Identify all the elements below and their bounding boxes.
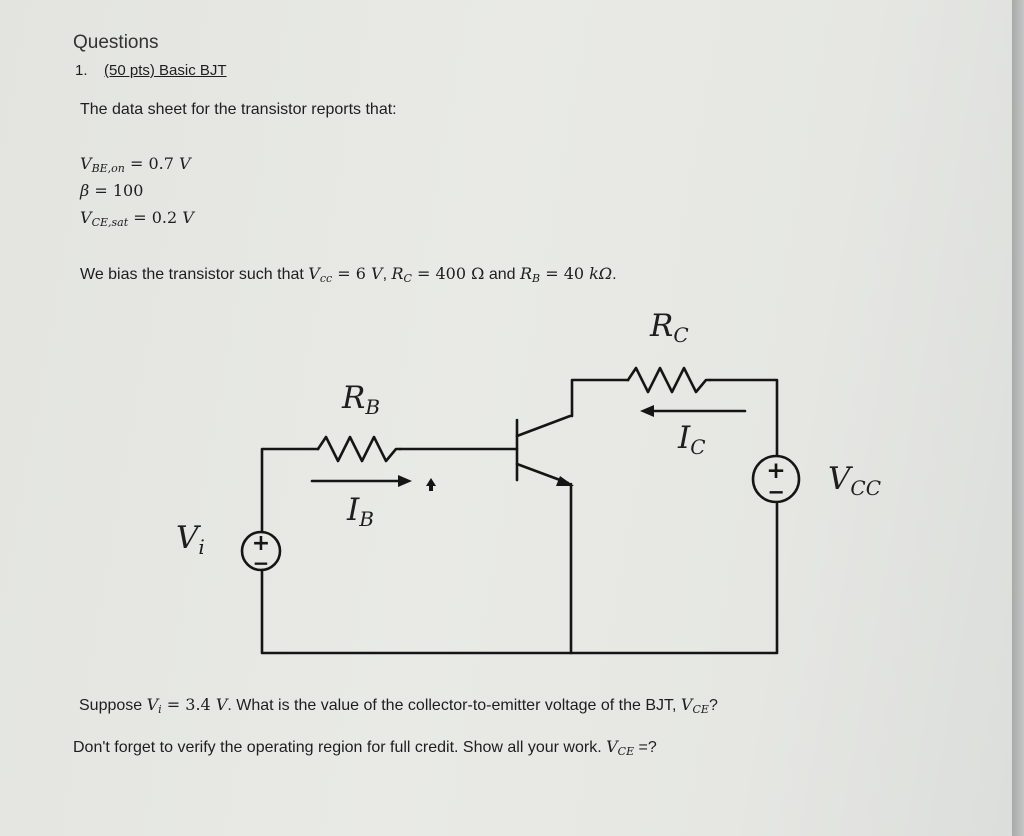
equation-beta: β = 100 [80, 181, 143, 200]
wire-vi-to-rb [260, 447, 320, 534]
ib-label-sub: B [359, 507, 374, 531]
rb-subscript: B [532, 272, 541, 285]
vce-symbol: V [80, 208, 92, 227]
vi-source [240, 530, 282, 572]
rb-label-sub: B [365, 395, 381, 419]
rc-symbol: R [391, 264, 404, 283]
question-vce-symbol: V [680, 695, 693, 714]
question-title: (50 pts) Basic BJT [104, 62, 227, 79]
vbe-subscript: BE,on [91, 162, 125, 175]
answer-placeholder: =? [634, 739, 657, 756]
bias-prefix: We bias the transistor such that [80, 266, 309, 283]
beta-symbol: β [80, 181, 90, 200]
datasheet-intro: The data sheet for the transistor report… [80, 101, 397, 118]
question-number: 1. [75, 62, 88, 79]
question-text-a: Suppose [79, 697, 147, 714]
questions-heading: Questions [73, 32, 159, 53]
ic-label-sub: C [690, 435, 706, 459]
question-text-b: . What is the value of the collector-to-… [227, 697, 681, 714]
vcc-subscript: cc [319, 272, 333, 285]
vcc-source [751, 454, 801, 504]
question-instructions: Don't forget to verify the operating reg… [73, 737, 657, 758]
bias-end: . [612, 266, 617, 283]
ic-arrow-head [640, 405, 654, 417]
vi-label-sub: i [198, 535, 205, 559]
question-text-c: ? [708, 697, 718, 714]
answer-vce-symbol: V [606, 737, 618, 756]
question-vi-unit: V [215, 695, 228, 714]
bias-and: and [484, 266, 520, 283]
wire-rc-to-vcc [708, 378, 779, 457]
page-edge [1012, 0, 1024, 836]
equation-vce-sat: VCE,sat = 0.2 V [80, 208, 194, 229]
equation-vbe-on: VBE,on = 0.7 V [80, 154, 191, 175]
vi-label-main: V [176, 520, 199, 556]
question-vi-value: = 3.4 [161, 695, 216, 714]
vcc-minus-sign: − [767, 480, 785, 504]
instructions-text: Don't forget to verify the operating reg… [73, 739, 607, 756]
bjt-collector-lead [515, 378, 630, 438]
vcc-label: VCC [828, 461, 881, 500]
ic-label: IC [678, 420, 706, 459]
question-vce-sub: CE [692, 703, 709, 716]
vbe-unit: V [179, 154, 191, 173]
vcc-value: = 6 [332, 264, 371, 283]
vcc-label-main: V [828, 461, 851, 497]
question-vi-symbol: V [146, 695, 159, 714]
question-prompt: Suppose Vi = 3.4 V. What is the value of… [79, 695, 718, 716]
rb-unit: kΩ [589, 264, 613, 283]
rc-subscript: C [403, 272, 412, 285]
rb-symbol: R [519, 264, 533, 283]
rc-label-sub: C [673, 323, 689, 347]
vbe-relation: = 0.7 [124, 154, 179, 173]
vbe-symbol: V [80, 154, 92, 173]
vcc-unit: V [371, 264, 383, 283]
ib-arrow-head [398, 475, 412, 487]
wire-ground [260, 502, 779, 655]
bias-separator: , [382, 266, 392, 283]
cursor-icon [426, 478, 436, 491]
vce-relation: = 0.2 [128, 208, 183, 227]
rb-label-main: R [342, 380, 366, 416]
vcc-label-sub: CC [850, 476, 881, 500]
rc-resistor [626, 366, 712, 394]
vi-plus-sign: + [252, 531, 270, 556]
rb-label: RB [342, 380, 380, 419]
vce-subscript: CE,sat [91, 216, 129, 229]
vcc-symbol: V [308, 264, 320, 283]
ic-label-main: I [678, 420, 691, 456]
vcc-plus-sign: + [766, 458, 785, 484]
answer-vce-sub: CE [617, 745, 635, 758]
bias-statement: We bias the transistor such that Vcc = 6… [80, 264, 617, 285]
ib-label-main: I [347, 492, 360, 528]
ib-label: IB [347, 492, 374, 531]
rc-label-main: R [650, 308, 674, 344]
vi-minus-sign: − [253, 551, 270, 575]
vce-unit: V [182, 208, 194, 227]
vi-label: Vi [176, 520, 205, 559]
rb-value: = 40 [540, 264, 590, 283]
beta-relation: = 100 [89, 181, 144, 200]
rc-value: = 400 Ω [411, 264, 485, 283]
emitter-arrow-head [556, 476, 574, 486]
rb-resistor [316, 435, 402, 463]
question-vi-sub: i [158, 703, 162, 716]
rc-label: RC [650, 308, 689, 347]
